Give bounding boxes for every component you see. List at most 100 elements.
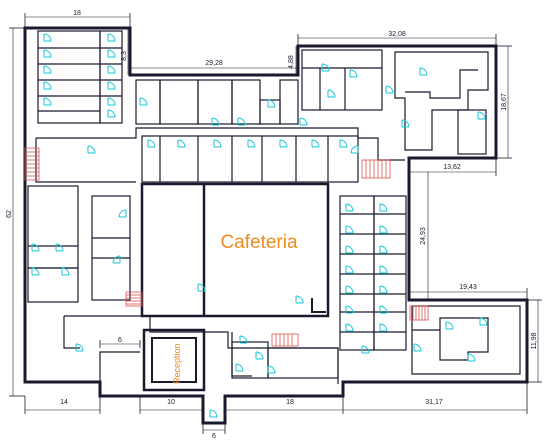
dim-corridor-height: 8,3: [121, 28, 129, 75]
dim-reception-offset: 6: [99, 337, 141, 348]
door-swing: [139, 97, 148, 106]
door-swing: [379, 305, 388, 314]
door-swing: [379, 285, 388, 294]
dim-right-height: 18,67: [496, 45, 512, 159]
reception-room: Reception: [142, 328, 206, 392]
door-swing: [107, 97, 116, 106]
doors: [31, 33, 488, 418]
door-swing: [43, 81, 52, 90]
door-swing: [345, 203, 354, 212]
door-swing: [345, 245, 354, 254]
door-swing: [107, 65, 116, 74]
door-swing: [107, 49, 116, 58]
door-swing: [55, 243, 64, 252]
dim-label-lower-right-height: 11,98: [531, 332, 538, 349]
dim-corridor-gap: 4,88: [288, 46, 297, 75]
dim-top-left: 18: [24, 10, 131, 28]
door-swing: [419, 67, 428, 76]
outer-walls: [23, 26, 529, 425]
door-swing: [311, 139, 320, 148]
dim-label-corridor-gap: 4,88: [288, 55, 295, 69]
door-swing: [401, 119, 410, 128]
door-swing: [213, 139, 222, 148]
door-swing: [147, 139, 156, 148]
door-swing: [350, 145, 359, 154]
dim-bottom-mid: 10: [139, 396, 203, 414]
door-swing: [61, 267, 70, 276]
door-swing: [107, 81, 116, 90]
dim-bottom-left: 14: [24, 396, 101, 414]
door-swing: [345, 323, 354, 332]
dim-label-top-left: 18: [73, 10, 81, 17]
door-swing: [255, 351, 264, 360]
door-swing: [31, 243, 40, 252]
dimension-lines: 18 8,3 29,28 4,88 32,08: [6, 10, 542, 440]
cafeteria-label: Cafeteria: [220, 232, 298, 253]
door-swing: [321, 63, 330, 72]
door-swing: [43, 33, 52, 42]
door-swing: [247, 139, 256, 148]
stairs-left: [24, 147, 40, 181]
interior-walls: [27, 30, 521, 384]
dim-label-total-height: 62: [6, 210, 13, 218]
dim-bottom-center: 18: [225, 396, 344, 414]
door-swing: [279, 139, 288, 148]
dim-label-bottom-center: 18: [286, 399, 294, 406]
door-swing: [267, 99, 276, 108]
door-swing: [379, 203, 388, 212]
door-swing: [385, 85, 394, 94]
door-swing: [479, 317, 488, 326]
door-swing: [177, 139, 186, 148]
door-swing: [107, 33, 116, 42]
dim-label-bottom-mid: 10: [167, 399, 175, 406]
door-swing: [327, 89, 336, 98]
door-swing: [197, 283, 206, 292]
dim-label-right-height: 18,67: [501, 93, 508, 111]
dim-east-wing: 24,93: [420, 172, 429, 300]
door-swing: [477, 111, 486, 120]
door-swing: [345, 305, 354, 314]
dim-entrance: 6: [202, 423, 226, 440]
door-swing: [267, 365, 276, 374]
stairs: [24, 147, 429, 347]
dim-top-right: 32,08: [297, 31, 497, 46]
door-swing: [413, 343, 422, 352]
door-swing: [87, 145, 96, 154]
door-swing: [107, 109, 116, 118]
door-swing: [209, 409, 218, 418]
stairs-east: [409, 305, 429, 321]
dim-bottom-right: 31,17: [343, 382, 528, 414]
dim-total-height: 62: [6, 27, 25, 397]
door-swing: [295, 295, 304, 304]
dim-label-lower-right-width: 19,43: [459, 284, 477, 291]
door-swing: [467, 353, 476, 362]
door-swing: [361, 345, 370, 354]
dim-corridor-length: 29,28: [129, 60, 299, 72]
dim-right-offset: 13,62: [408, 158, 497, 176]
door-swing: [43, 97, 52, 106]
dim-label-entrance: 6: [212, 433, 216, 440]
door-swing: [379, 323, 388, 332]
dim-label-right-offset: 13,62: [443, 164, 461, 171]
door-swing: [31, 267, 40, 276]
dim-label-bottom-left: 14: [60, 399, 68, 406]
dim-label-corridor-height: 8,3: [121, 51, 128, 61]
door-swing: [379, 245, 388, 254]
door-swing: [339, 139, 348, 148]
door-swing: [239, 335, 248, 344]
dim-lower-right-width: 19,43: [408, 284, 528, 300]
door-swing: [349, 69, 358, 78]
dim-label-reception-offset: 6: [118, 337, 122, 344]
door-swing: [379, 225, 388, 234]
door-swing: [118, 209, 127, 218]
stairs-lower-center: [271, 333, 299, 347]
door-swing: [379, 265, 388, 274]
door-swing: [235, 363, 244, 372]
door-swing: [112, 255, 121, 264]
cafeteria-room: Cafeteria: [140, 182, 330, 318]
door-swing: [345, 225, 354, 234]
dim-label-corridor-length: 29,28: [205, 60, 223, 67]
door-swing: [43, 49, 52, 58]
